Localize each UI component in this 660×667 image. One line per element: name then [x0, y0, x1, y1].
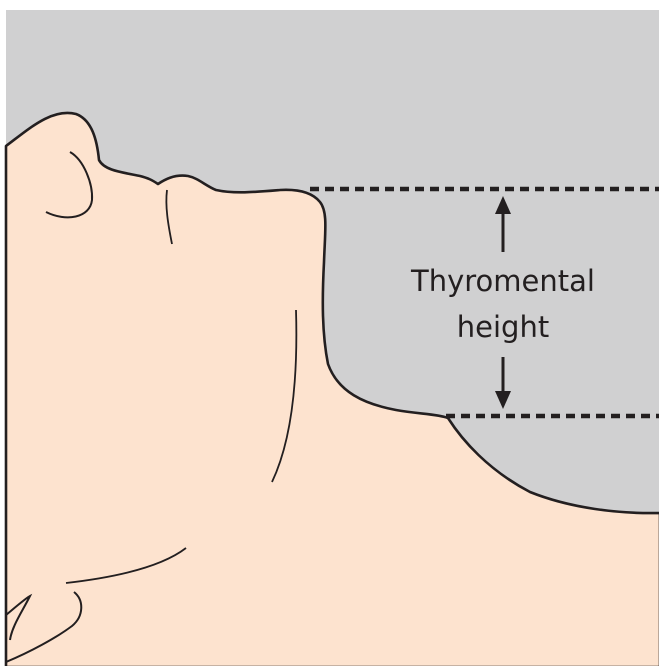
label-line-2: height — [457, 310, 549, 344]
label-line-1: Thyromental — [410, 264, 595, 298]
